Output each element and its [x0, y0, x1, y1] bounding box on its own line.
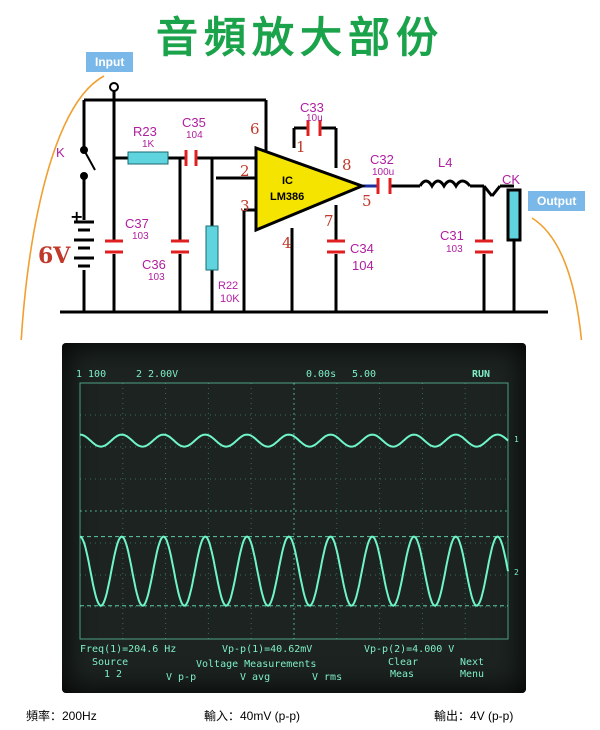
scope-graticule: [79, 382, 509, 640]
softkey-vpp[interactable]: V p-p: [166, 672, 197, 683]
pin-3: 3: [240, 197, 250, 215]
c36-value: 103: [148, 272, 165, 283]
footer-frequency: 頻率：200Hz: [26, 709, 97, 723]
pin-5: 5: [362, 192, 372, 210]
softkey-clear-meas: Meas: [390, 669, 415, 680]
pin-7: 7: [324, 212, 334, 230]
switch-label: K: [56, 145, 65, 160]
meas-vpp1: Vp-p(1)=40.62mV: [222, 644, 313, 655]
output-tag: Output: [528, 191, 586, 211]
softkey-vrms[interactable]: V rms: [312, 672, 343, 683]
c34-value: 104: [352, 258, 374, 273]
oscilloscope-screen: 1 100 2 2.00V 0.00s 5.00 RUN 1 2 Freq(1)…: [62, 343, 526, 693]
ch2-setting: 2 2.00V: [136, 369, 179, 380]
c31-name: C31: [440, 228, 464, 243]
c32-name: C32: [370, 152, 394, 167]
pin-4: 4: [282, 234, 292, 252]
meas-freq: Freq(1)=204.6 Hz: [80, 644, 177, 655]
softkey-next[interactable]: Next: [460, 657, 485, 668]
ch2-marker: 2: [514, 568, 519, 577]
trace-ch1-input: [79, 433, 509, 448]
c37-name: C37: [125, 216, 149, 231]
pin-6: 6: [250, 120, 260, 138]
c34-name: C34: [350, 241, 374, 256]
run-status: RUN: [472, 369, 491, 380]
softkey-next-menu: Menu: [460, 669, 485, 680]
l4-name: L4: [438, 155, 453, 170]
r23-value: 1K: [142, 139, 155, 150]
ck-name: CK: [502, 172, 521, 187]
r22-name: R22: [218, 280, 239, 292]
ic-part-label: LM386: [270, 191, 305, 203]
c32-value: 100u: [372, 167, 395, 178]
battery-label: 6V: [38, 243, 71, 269]
circuit-diagram: +: [20, 75, 583, 340]
pin-8: 8: [342, 156, 352, 174]
c35-value: 104: [186, 130, 203, 141]
r22-value: 10K: [220, 293, 240, 305]
svg-text:+: +: [70, 207, 83, 226]
c33-value: 10u: [306, 113, 323, 124]
softkey-clear[interactable]: Clear: [388, 657, 419, 668]
time-div: 5.00: [352, 369, 377, 380]
c33-name: C33: [300, 100, 324, 115]
c36-name: C36: [142, 257, 166, 272]
voltage-measurements-label: Voltage Measurements: [196, 659, 317, 670]
input-tag: Input: [86, 52, 134, 72]
trace-ch2-output: [79, 535, 509, 607]
ic-label: IC: [282, 175, 293, 187]
pin-2: 2: [240, 162, 250, 180]
softkey-source[interactable]: Source: [92, 657, 129, 668]
r23-name: R23: [133, 124, 157, 139]
meas-vpp2: Vp-p(2)=4.000 V: [364, 644, 455, 655]
pin-1: 1: [296, 138, 306, 156]
c31-value: 103: [446, 244, 463, 255]
graticule-border: [79, 382, 509, 640]
c35-name: C35: [182, 115, 206, 130]
footer-input: 輸入：40mV (p-p): [204, 709, 301, 723]
softkey-vavg[interactable]: V avg: [240, 672, 271, 683]
softkey-source-values: 1 2: [104, 669, 123, 680]
time-offset: 0.00s: [306, 369, 337, 380]
ch1-setting: 1 100: [76, 369, 107, 380]
ch1-marker: 1: [514, 435, 519, 444]
c37-value: 103: [132, 231, 149, 242]
page-title: 音頻放大部份: [155, 13, 444, 62]
footer-output: 輸出：4V (p-p): [434, 709, 514, 723]
